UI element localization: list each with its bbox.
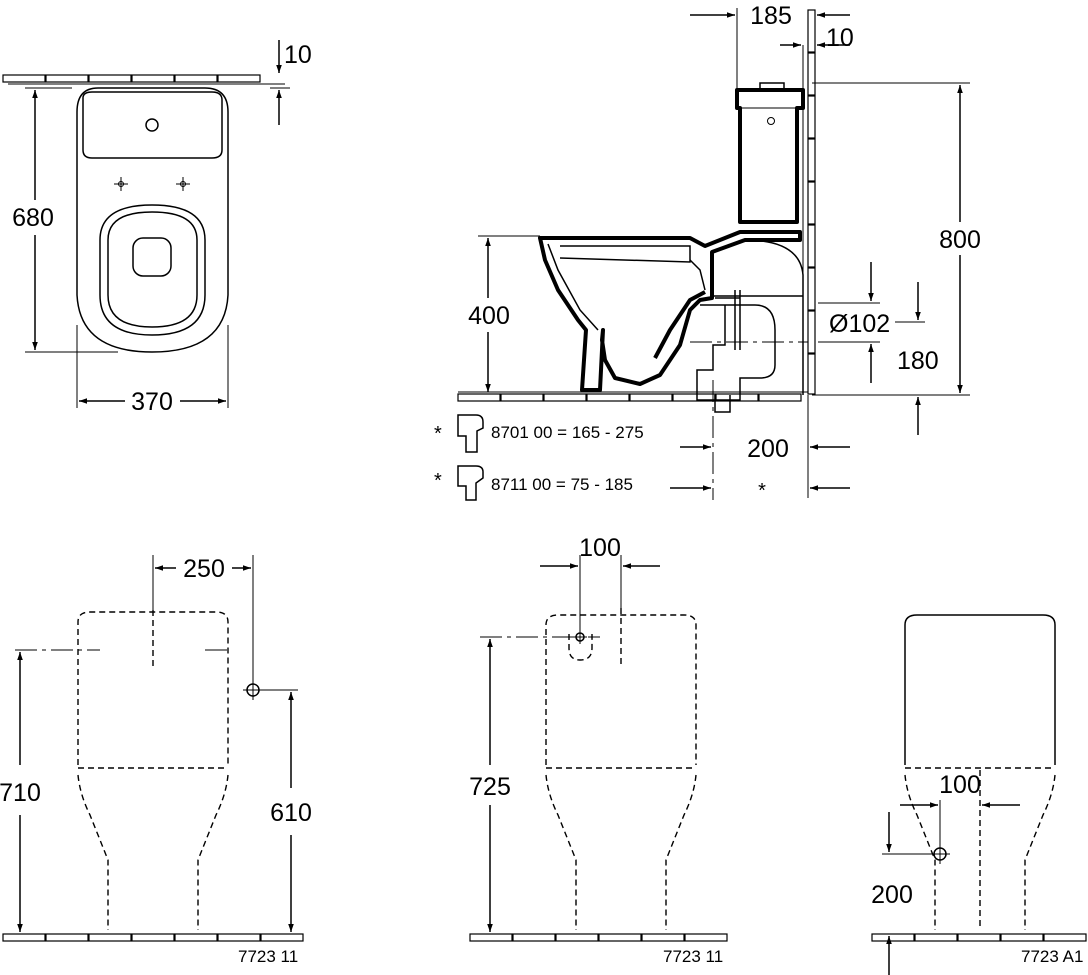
dimension-10-side: 10 <box>780 24 854 52</box>
front-view-3: 100 200 7723 A1 <box>871 614 1087 975</box>
valve-mark-right <box>176 177 190 191</box>
adapter-1-marker: * <box>434 423 442 445</box>
outlet-pipe-side <box>696 239 804 413</box>
adapter-1-label: 8701 00 = 165 - 275 <box>491 423 644 442</box>
bowl-side <box>538 230 802 392</box>
dim-200-side-label: 200 <box>747 435 789 463</box>
floor-tiles-front-2 <box>469 933 728 942</box>
dimension-diameter-102: Ø102 <box>818 262 890 383</box>
inlet-mark-front-2 <box>573 630 587 644</box>
adapter-legend-1: * 8701 00 = 165 - 275 <box>434 414 644 453</box>
adapter-legend-2: * 8711 00 = 75 - 185 <box>434 465 633 501</box>
dim-725-label: 725 <box>469 773 511 801</box>
dimension-250: 250 <box>152 555 254 683</box>
dim-800-label: 800 <box>939 226 981 254</box>
dim-185-label: 185 <box>750 2 792 30</box>
side-view: 185 10 800 400 Ø102 <box>434 2 981 502</box>
dim-200-front-3-label: 200 <box>871 881 913 909</box>
cistern-side <box>735 82 805 224</box>
dimension-370: 370 <box>76 325 229 416</box>
valve-mark-left <box>114 177 128 191</box>
dim-102-label: Ø102 <box>829 310 890 338</box>
dim-610-label: 610 <box>270 799 312 827</box>
dimension-400: 400 <box>468 235 540 392</box>
dim-10-side-label: 10 <box>826 24 854 52</box>
dimension-star: * <box>670 480 850 502</box>
dim-710-label: 710 <box>0 779 41 807</box>
dimension-10-top: 10 <box>270 40 312 125</box>
adapter-2-label: 8711 00 = 75 - 185 <box>491 475 633 494</box>
dim-100-front-2-label: 100 <box>579 534 621 562</box>
dimension-710: 710 <box>0 652 41 932</box>
adapter-1-icon <box>457 414 484 453</box>
inlet-mark-front-3 <box>930 844 950 864</box>
front-view-2: 100 725 7723 11 <box>469 534 728 966</box>
floor-tiles-front-1 <box>2 933 304 942</box>
top-view: 680 370 10 <box>2 40 312 416</box>
dim-180-label: 180 <box>897 347 939 375</box>
wall-tiles-side <box>802 9 816 395</box>
dim-250-label: 250 <box>183 555 225 583</box>
dim-100-front-3-label: 100 <box>939 771 981 799</box>
wall-tiles-top <box>2 74 285 85</box>
toilet-outline-front-1 <box>15 610 232 930</box>
toilet-outline-front-2 <box>480 608 697 930</box>
inlet-mark-front-1 <box>243 680 263 700</box>
product-code-front-3: 7723 A1 <box>1021 947 1083 966</box>
floor-tiles-side <box>457 391 808 402</box>
dim-400-label: 400 <box>468 302 510 330</box>
floor-tiles-front-3 <box>871 933 1087 942</box>
dim-star-label: * <box>758 480 766 502</box>
dimension-800: 800 <box>812 82 981 396</box>
toilet-outline-top <box>76 87 229 353</box>
product-code-front-2: 7723 11 <box>663 947 723 966</box>
dim-680-label: 680 <box>12 204 54 232</box>
dimension-200-front-3: 200 <box>871 812 932 975</box>
dimension-680: 680 <box>12 87 118 353</box>
toilet-outline-front-3 <box>904 614 1056 930</box>
adapter-2-icon <box>457 465 484 501</box>
dimension-100-front-3: 100 <box>900 771 1020 846</box>
product-code-front-1: 7723 11 <box>238 947 298 966</box>
dim-10-top-label: 10 <box>284 41 312 69</box>
dimension-180: 180 <box>895 282 939 435</box>
dimension-200-side: 200 <box>680 395 850 498</box>
front-view-1: 250 710 610 7723 11 <box>0 555 312 966</box>
dim-370-label: 370 <box>131 388 173 416</box>
adapter-2-marker: * <box>434 470 442 492</box>
dimension-725: 725 <box>469 639 511 932</box>
dimension-185: 185 <box>690 2 850 88</box>
dimension-100-front-2: 100 <box>540 534 660 630</box>
dimension-610: 610 <box>262 689 312 932</box>
centerlines-side <box>690 341 808 500</box>
